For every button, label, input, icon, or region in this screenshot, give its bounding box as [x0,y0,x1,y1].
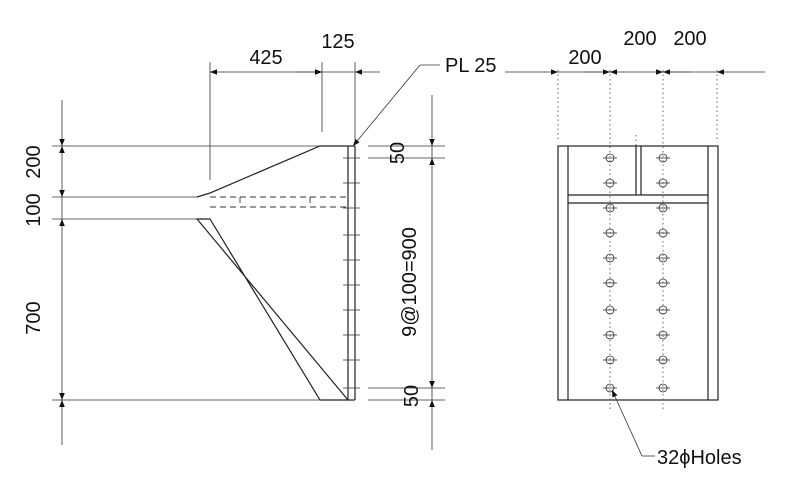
dim-425-label: 425 [249,47,282,69]
hidden-flange [210,196,348,208]
plate-label: PL 25 [445,55,497,77]
dim-125-label: 125 [321,31,354,53]
dim-200-a-label: 200 [568,47,601,69]
dim-50-top-label: 50 [387,142,409,164]
bolt-ticks [343,157,360,389]
front-plate-outline [557,145,719,401]
dim-pitch-label: 9@100=900 [399,227,421,337]
holes-leader [611,389,643,457]
dim-100-left-label: 100 [23,193,45,226]
side-view-outline [195,145,350,401]
dim-200-b-label: 200 [623,28,656,50]
plate-leader [352,64,421,147]
dim-50-bottom-label: 50 [401,385,423,407]
holes-label: 32ϕHoles [657,447,742,469]
dim-700-left-label: 700 [23,301,45,334]
dim-200-c-label: 200 [673,28,706,50]
dim-200-left-label: 200 [23,145,45,178]
bolt-holes [603,153,670,393]
side-view: 425 125 PL 25 200 100 700 50 9@100=900 5… [23,31,497,450]
front-view: 200 200 200 32ϕHoles [505,28,765,469]
